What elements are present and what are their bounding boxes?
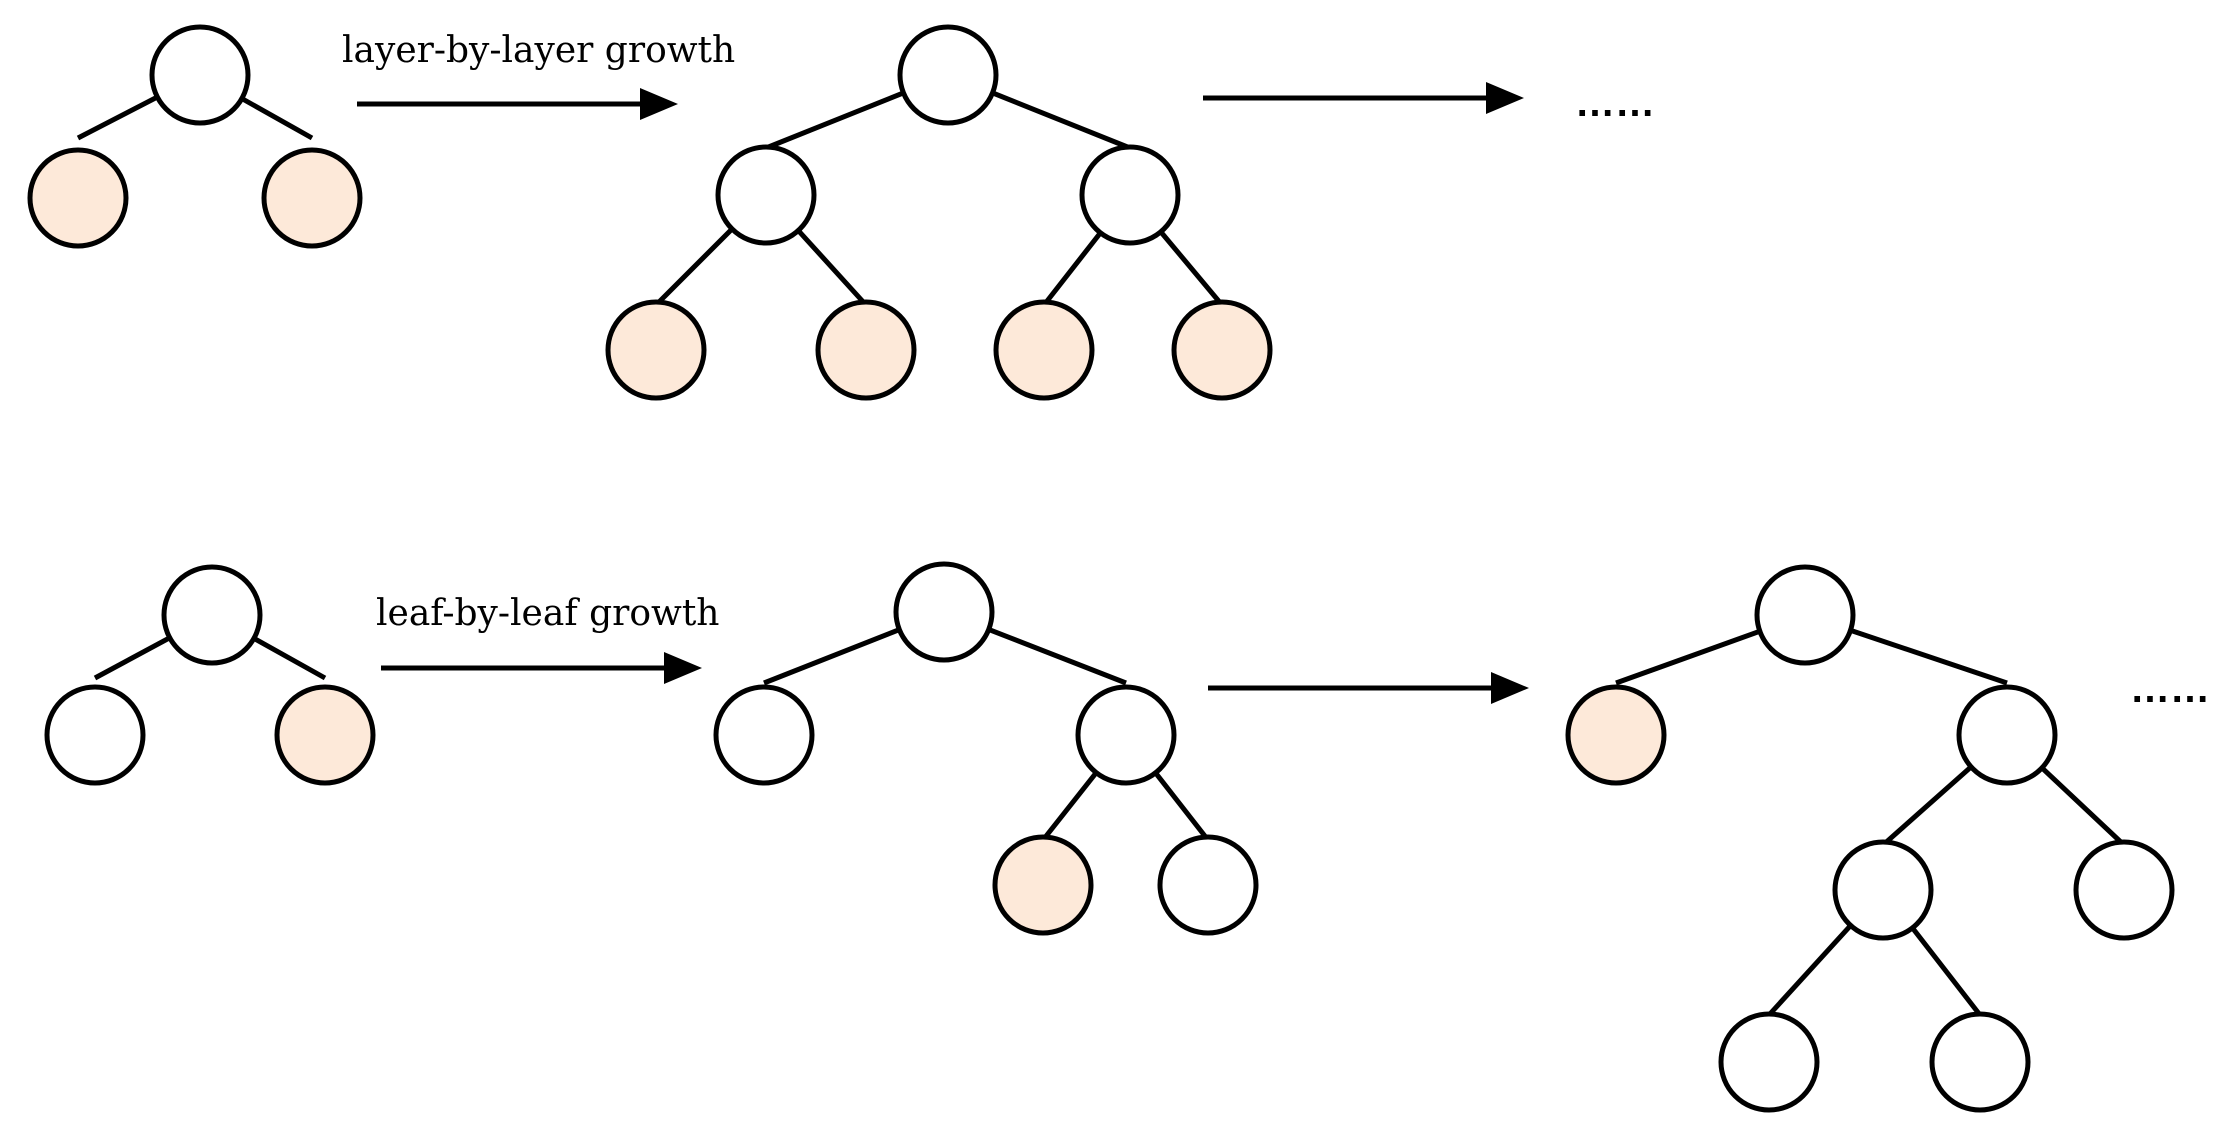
new-leaf-node <box>605 299 707 401</box>
continuation-ellipsis: …… <box>2130 667 2210 711</box>
leaf-tree-1 <box>44 564 376 786</box>
layer-tree-2 <box>605 24 1273 401</box>
growth-arrow-1 <box>357 88 678 120</box>
growth-arrow-4 <box>1208 672 1529 704</box>
tree-node <box>1754 564 1856 666</box>
growth-arrow-2 <box>1203 82 1524 114</box>
tree-node <box>713 684 815 786</box>
leaf-by-leaf-label: leaf-by-leaf growth <box>376 593 719 634</box>
tree-node <box>149 24 251 126</box>
growth-arrow-3 <box>381 652 702 684</box>
tree-node <box>1079 144 1181 246</box>
new-leaf-node <box>1565 684 1667 786</box>
tree-node <box>1929 1011 2031 1113</box>
new-leaf-node <box>274 684 376 786</box>
new-leaf-node <box>1171 299 1273 401</box>
tree-node <box>715 144 817 246</box>
leaf-tree-3 <box>1565 564 2175 1113</box>
layer-by-layer-label: layer-by-layer growth <box>342 30 735 71</box>
leaf-tree-2 <box>713 561 1259 936</box>
tree-node <box>1157 834 1259 936</box>
tree-node <box>1956 684 2058 786</box>
layer-by-layer-row: layer-by-layer growth …… <box>27 24 1655 401</box>
tree-node <box>161 564 263 666</box>
leaf-by-leaf-row: leaf-by-leaf growth <box>44 561 2210 1113</box>
tree-node <box>893 561 995 663</box>
layer-tree-1 <box>27 24 363 249</box>
new-leaf-node <box>992 834 1094 936</box>
tree-node <box>1075 684 1177 786</box>
new-leaf-node <box>261 147 363 249</box>
new-leaf-node <box>815 299 917 401</box>
tree-node <box>1718 1011 1820 1113</box>
new-leaf-node <box>27 147 129 249</box>
new-leaf-node <box>993 299 1095 401</box>
tree-node <box>2073 839 2175 941</box>
tree-node <box>44 684 146 786</box>
tree-node <box>897 24 999 126</box>
continuation-ellipsis: …… <box>1575 81 1655 125</box>
tree-node <box>1832 839 1934 941</box>
